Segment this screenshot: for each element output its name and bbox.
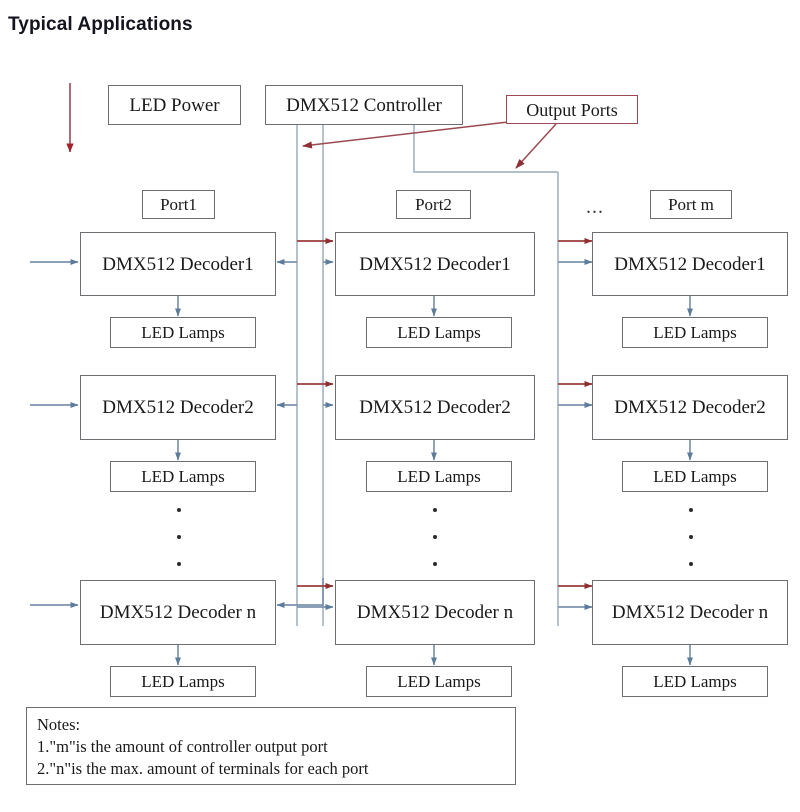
vertical-ellipsis-col3 xyxy=(688,508,693,566)
lamps-label: LED Lamps xyxy=(653,323,737,342)
notes-box: Notes: 1."m"is the amount of controller … xyxy=(26,707,516,785)
decoder-box-col2-row3: DMX512 Decoder n xyxy=(335,580,535,645)
lamps-box-col2-row1: LED Lamps xyxy=(366,317,512,348)
row3-col2-feeds xyxy=(297,583,334,611)
row3-lamp-drops xyxy=(174,645,693,666)
lamps-box-col2-row2: LED Lamps xyxy=(366,461,512,492)
lamps-box-col2-row3: LED Lamps xyxy=(366,666,512,697)
vertical-ellipsis-col2 xyxy=(432,508,437,566)
controller-branch-right xyxy=(413,125,559,626)
lamps-label: LED Lamps xyxy=(141,672,225,691)
decoder-label: DMX512 Decoder n xyxy=(356,602,514,623)
dot xyxy=(432,508,437,512)
row3-col1-bus-feed xyxy=(276,578,324,608)
output-ports-callout-box: Output Ports xyxy=(506,95,638,124)
lamps-label: LED Lamps xyxy=(141,467,225,486)
decoder-box-col1-row2: DMX512 Decoder2 xyxy=(80,375,276,440)
led-power-label: LED Power xyxy=(129,94,220,116)
lamps-box-col3-row1: LED Lamps xyxy=(622,317,768,348)
decoder-label: DMX512 Decoder n xyxy=(99,602,257,623)
led-power-box: LED Power xyxy=(108,85,241,125)
decoder-box-col1-row3: DMX512 Decoder n xyxy=(80,580,276,645)
port-label-box-3: Port m xyxy=(650,190,732,219)
dot xyxy=(432,535,437,539)
port-label-1: Port1 xyxy=(160,195,197,214)
decoder-label: DMX512 Decoder2 xyxy=(614,397,766,418)
notes-line-1: 1."m"is the amount of controller output … xyxy=(37,736,328,756)
decoder-label: DMX512 Decoder1 xyxy=(359,253,511,275)
lamps-label: LED Lamps xyxy=(653,672,737,691)
decoder-label: DMX512 Decoder2 xyxy=(102,397,254,418)
dot xyxy=(176,562,181,566)
dot xyxy=(176,535,181,539)
row2-col3-feeds xyxy=(558,381,593,409)
lamps-label: LED Lamps xyxy=(397,467,481,486)
row3-col3-feeds xyxy=(558,583,593,611)
port-label-2: Port2 xyxy=(415,195,452,214)
notes-heading: Notes: xyxy=(37,715,81,734)
decoder-box-col1-row1: DMX512 Decoder1 xyxy=(80,232,276,296)
row2-lamp-drops xyxy=(174,440,693,461)
row2-col2-feeds xyxy=(297,381,334,409)
output-ports-callout-leaders xyxy=(302,121,557,169)
vertical-ellipsis-col1 xyxy=(176,508,181,566)
lamps-label: LED Lamps xyxy=(141,323,225,342)
row1-col3-feeds xyxy=(558,238,593,266)
port-label-box-2: Port2 xyxy=(396,190,471,219)
decoder-box-col3-row3: DMX512 Decoder n xyxy=(592,580,788,645)
decoder-box-col3-row2: DMX512 Decoder2 xyxy=(592,375,788,440)
decoder-box-col3-row1: DMX512 Decoder1 xyxy=(592,232,788,296)
output-ports-label: Output Ports xyxy=(526,99,618,120)
dmx512-controller-label: DMX512 Controller xyxy=(286,94,442,116)
row1-lamp-drops xyxy=(174,296,693,317)
lamps-label: LED Lamps xyxy=(653,467,737,486)
decoder-label: DMX512 Decoder1 xyxy=(614,253,766,275)
dot xyxy=(176,508,181,512)
lamps-box-col3-row3: LED Lamps xyxy=(622,666,768,697)
lamps-box-col3-row2: LED Lamps xyxy=(622,461,768,492)
notes-line-2: 2."n"is the max. amount of terminals for… xyxy=(37,758,369,778)
lamps-box-col1-row1: LED Lamps xyxy=(110,317,256,348)
dot xyxy=(688,535,693,539)
decoder-box-col2-row1: DMX512 Decoder1 xyxy=(335,232,535,296)
lamps-label: LED Lamps xyxy=(397,323,481,342)
ports-ellipsis: ... xyxy=(586,196,604,218)
page-title: Typical Applications xyxy=(8,14,193,35)
lamps-label: LED Lamps xyxy=(397,672,481,691)
decoder-label: DMX512 Decoder n xyxy=(611,602,769,623)
dot xyxy=(688,562,693,566)
controller-bus-lines xyxy=(296,125,324,626)
row1-col2-feeds xyxy=(297,238,334,266)
dot xyxy=(432,562,437,566)
decoder-box-col2-row2: DMX512 Decoder2 xyxy=(335,375,535,440)
port-label-box-1: Port1 xyxy=(142,190,215,219)
dmx512-controller-box: DMX512 Controller xyxy=(265,85,463,125)
lamps-box-col1-row3: LED Lamps xyxy=(110,666,256,697)
decoder-label: DMX512 Decoder1 xyxy=(102,253,254,275)
lamps-box-col1-row2: LED Lamps xyxy=(110,461,256,492)
dot xyxy=(688,508,693,512)
port-label-3: Port m xyxy=(668,195,714,214)
decoder-label: DMX512 Decoder2 xyxy=(359,397,511,418)
